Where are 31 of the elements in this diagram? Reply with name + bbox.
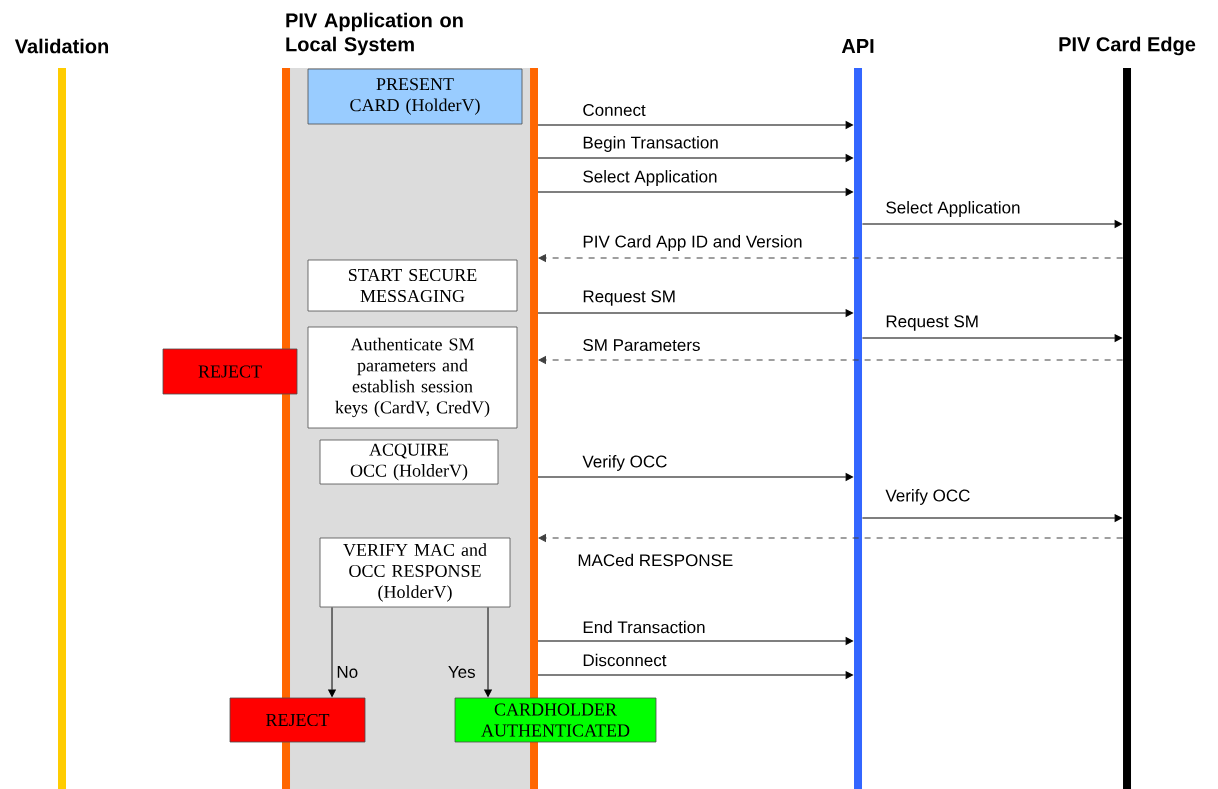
- arrow: [537, 121, 853, 129]
- message-label: Connect: [583, 104, 646, 116]
- message-label: Request SM: [583, 290, 675, 306]
- message-label: MACed RESPONSE: [578, 553, 733, 567]
- arrow: [537, 637, 853, 645]
- lifeline-heading: PIV Card Edge: [1059, 36, 1196, 56]
- message-label: Verify OCC: [582, 455, 667, 471]
- message-label: PIV Card App ID and Version: [583, 235, 802, 251]
- lifeline-heading: API: [841, 39, 874, 53]
- arrow: [537, 154, 853, 162]
- message-label: Select Application: [886, 201, 1020, 217]
- reject-box: REJECT: [162, 348, 298, 395]
- message-label: SM Parameters: [583, 339, 700, 351]
- lifeline-heading: Validation: [14, 38, 108, 54]
- message-label: Disconnect: [583, 653, 667, 667]
- arrow: [538, 534, 1124, 542]
- arrow: [538, 254, 1124, 262]
- arrow: [538, 356, 1124, 364]
- arrow: [537, 188, 853, 196]
- arrow: [861, 514, 1122, 522]
- arrow: [861, 220, 1122, 228]
- arrow: [861, 334, 1122, 342]
- message-label: Begin Transaction: [583, 136, 718, 152]
- lane-heading: PIV Application on Local System: [286, 12, 463, 56]
- message-label: Request SM: [886, 315, 978, 331]
- message-label: Verify OCC: [885, 489, 970, 505]
- arrow: [537, 671, 853, 679]
- message-label: End Transaction: [583, 620, 705, 634]
- arrow: [537, 309, 853, 317]
- message-label: Select Application: [583, 170, 717, 186]
- arrow: [537, 473, 853, 481]
